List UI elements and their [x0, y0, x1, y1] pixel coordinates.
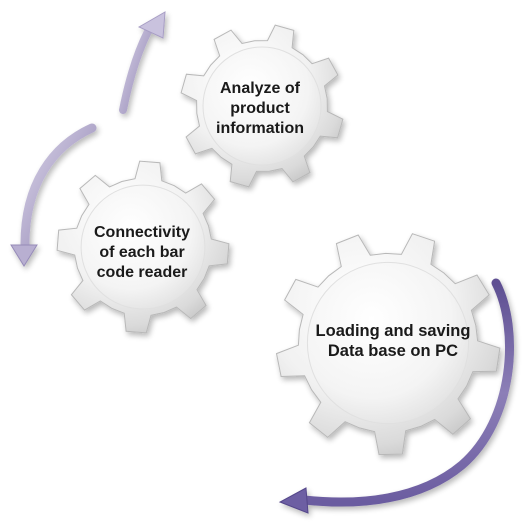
gear-loading-hub	[306, 261, 470, 425]
gear-analyze	[180, 24, 344, 188]
gear-loading	[275, 233, 501, 456]
gear-connectivity-hub	[80, 184, 206, 310]
arrow-right	[278, 278, 514, 514]
arrow-left	[10, 123, 97, 267]
gear-connectivity	[56, 160, 230, 334]
arrow-upper	[119, 11, 166, 114]
gear-analyze-hub	[202, 46, 322, 166]
